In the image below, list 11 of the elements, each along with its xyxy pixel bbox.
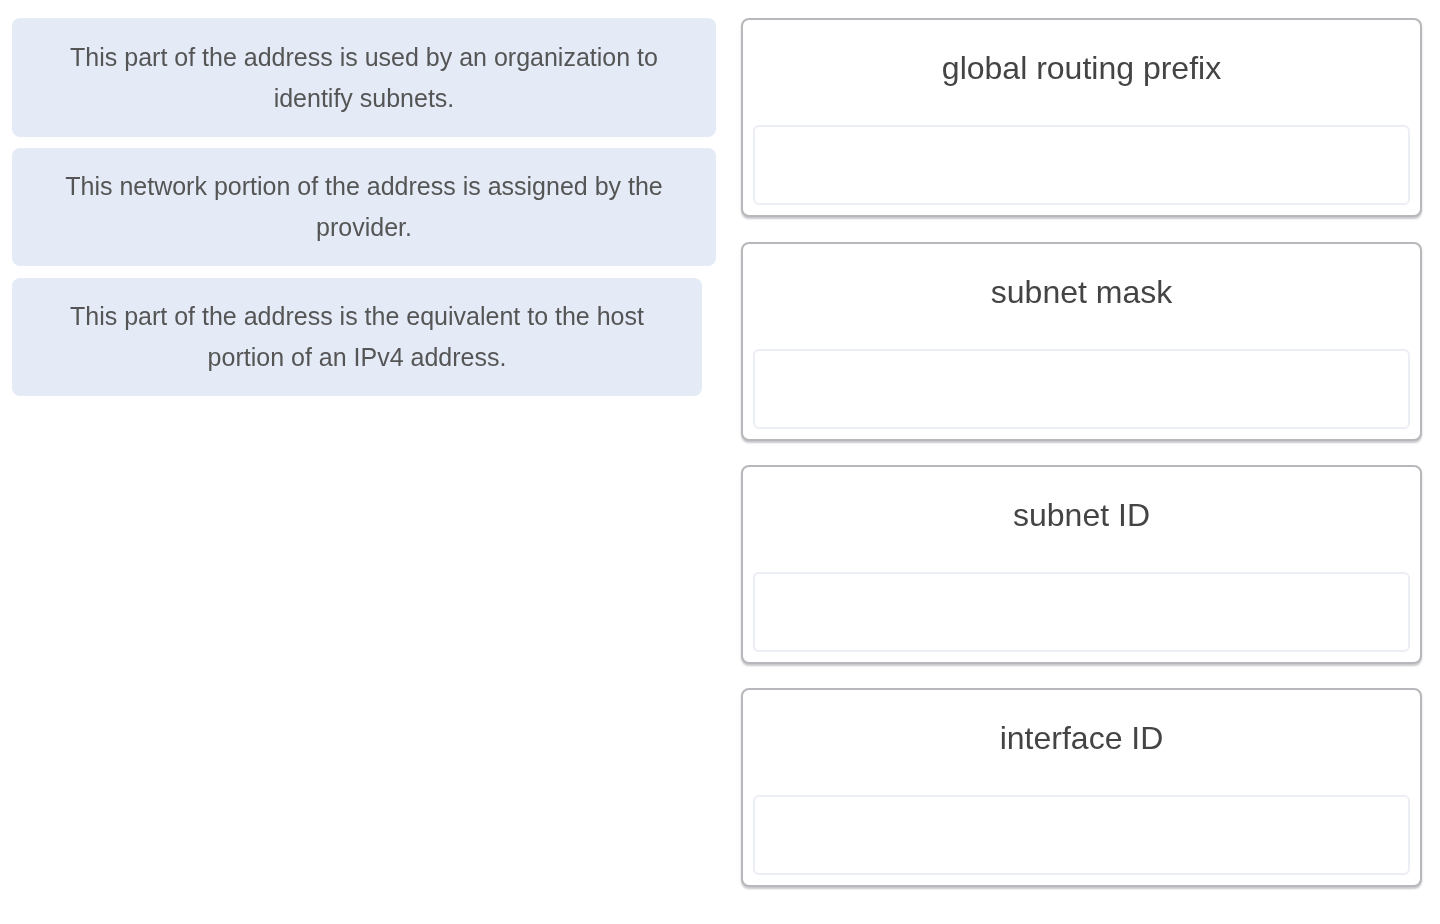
answer-option-card: This part of the address is used by an organization to identify subnets. <box>12 18 716 137</box>
answer-option-card: This part of the address is the equivalent to the host portion of an IPv4 address. <box>12 278 702 396</box>
drop-target-panel <box>741 242 1422 441</box>
term-heading: subnet mask <box>989 273 1174 312</box>
drop-target-panel <box>741 688 1422 887</box>
drop-target-panel <box>741 18 1422 217</box>
term-heading: global routing prefix <box>940 49 1223 88</box>
answer-option-card: This network portion of the address is assigned by the provider. <box>12 148 716 266</box>
drop-target-panel <box>741 465 1422 664</box>
term-heading: interface ID <box>998 719 1165 758</box>
term-heading: subnet ID <box>1012 496 1151 535</box>
